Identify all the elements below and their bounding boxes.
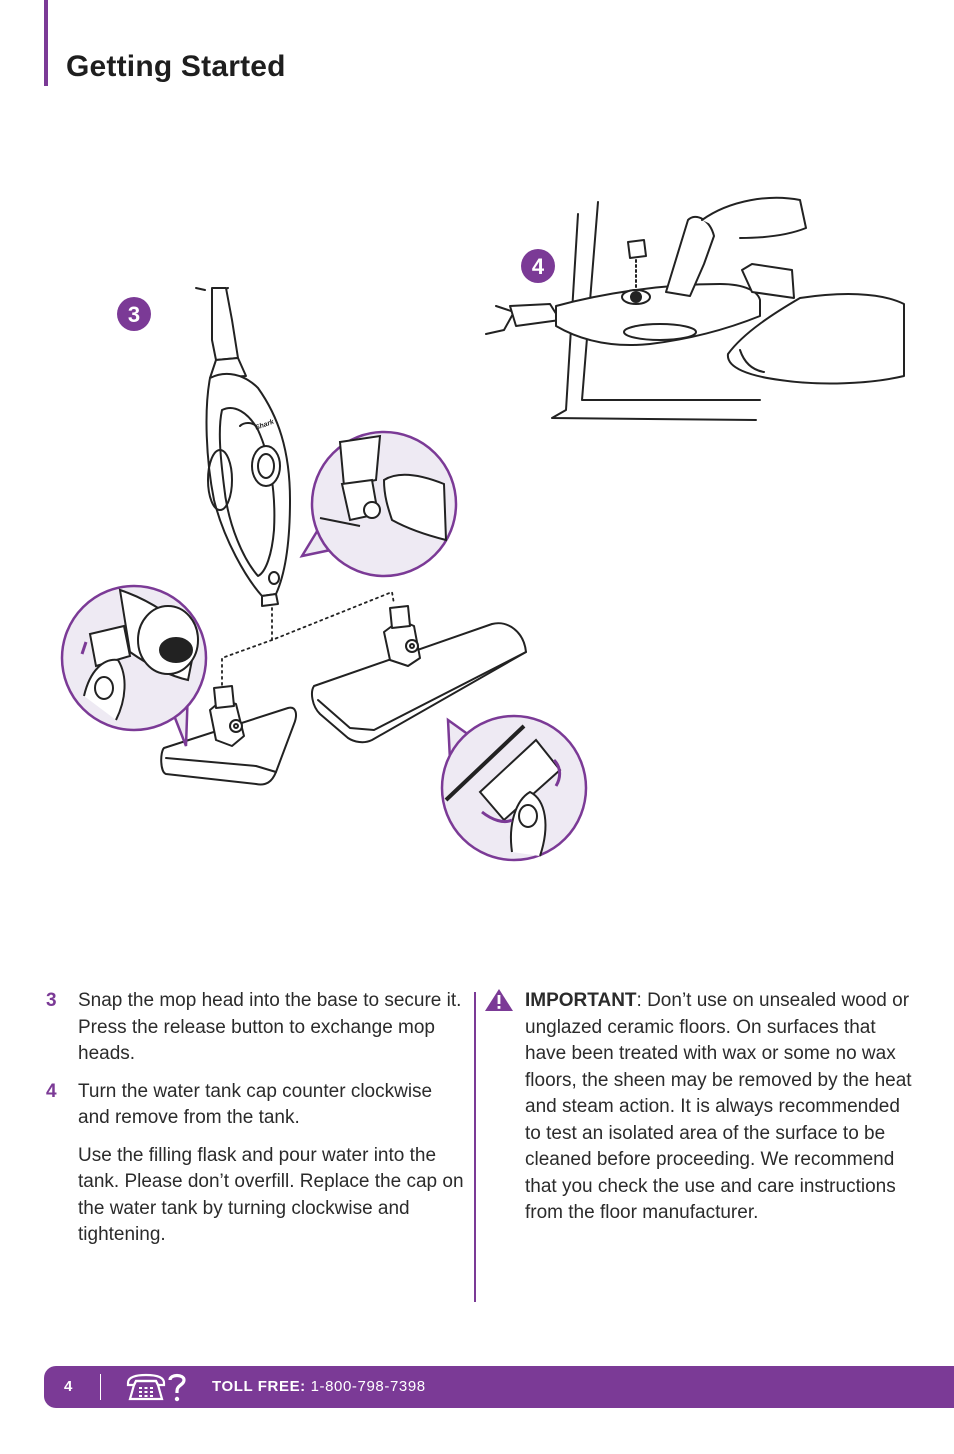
callout-detach	[440, 714, 588, 862]
filling-drawing	[485, 196, 905, 421]
step-item: 4 Turn the water tank cap counter clockw…	[46, 1079, 466, 1132]
important-text: : Don’t use on unsealed wood or unglazed…	[525, 990, 912, 1223]
steps-list: 3 Snap the mop head into the base to sec…	[46, 988, 466, 1249]
step-extra-text: Use the filling flask and pour water int…	[78, 1144, 464, 1246]
step-number: 3	[46, 990, 57, 1011]
title-accent-bar	[44, 0, 48, 86]
callout-badge-4: 4	[521, 249, 555, 283]
callout-badge-3: 3	[117, 297, 151, 331]
steam-mop-drawing	[195, 287, 291, 607]
footer-bar: 4 TOLL FREE: 1-800-798-7398	[44, 1366, 954, 1408]
phone-help-icon	[126, 1373, 186, 1402]
phone-number: 1-800-798-7398	[310, 1378, 426, 1395]
triangle-mop-head	[160, 685, 297, 786]
toll-free-label: TOLL FREE:	[212, 1378, 306, 1395]
step-text: Snap the mop head into the base to secur…	[78, 990, 462, 1064]
toll-free-line: TOLL FREE: 1-800-798-7398	[212, 1378, 426, 1395]
rectangle-mop-head	[311, 605, 527, 744]
important-body: IMPORTANT: Don’t use on unsealed wood or…	[525, 988, 914, 1227]
callout-socket	[60, 584, 208, 747]
step-text: Turn the water tank cap counter clockwis…	[78, 1080, 433, 1129]
svg-text:3: 3	[128, 302, 140, 327]
assembly-illustration: 3 4 Shark	[60, 196, 905, 862]
column-divider	[474, 992, 476, 1302]
important-notice: IMPORTANT: Don’t use on unsealed wood or…	[484, 988, 914, 1227]
important-label: IMPORTANT	[525, 990, 637, 1011]
step-number: 4	[46, 1080, 57, 1102]
footer-separator	[100, 1374, 101, 1400]
page-number: 4	[64, 1378, 73, 1395]
svg-text:4: 4	[532, 254, 545, 279]
warning-icon	[485, 989, 513, 1011]
page-title: Getting Started	[66, 50, 286, 83]
callout-release-button	[299, 430, 458, 578]
step-item: 3 Snap the mop head into the base to sec…	[46, 988, 466, 1068]
